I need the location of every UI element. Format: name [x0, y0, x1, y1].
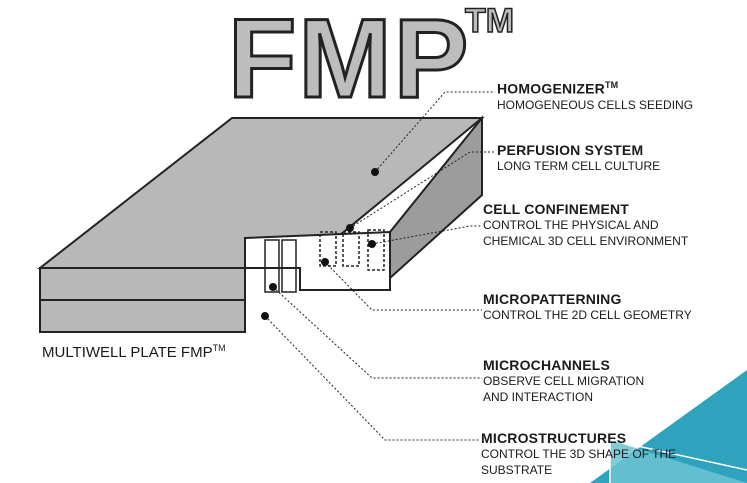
- fmp-logo: FMP: [226, 0, 471, 123]
- leader-lines: [264, 91, 495, 441]
- corner-decoration-light: [610, 440, 747, 483]
- plate-label: MULTIWELL PLATE FMPTM: [42, 343, 226, 361]
- feature-homogenizer: HOMOGENIZERTM HOMOGENEOUS CELLS SEEDING: [497, 80, 694, 112]
- logo-trademark: TM: [464, 1, 515, 41]
